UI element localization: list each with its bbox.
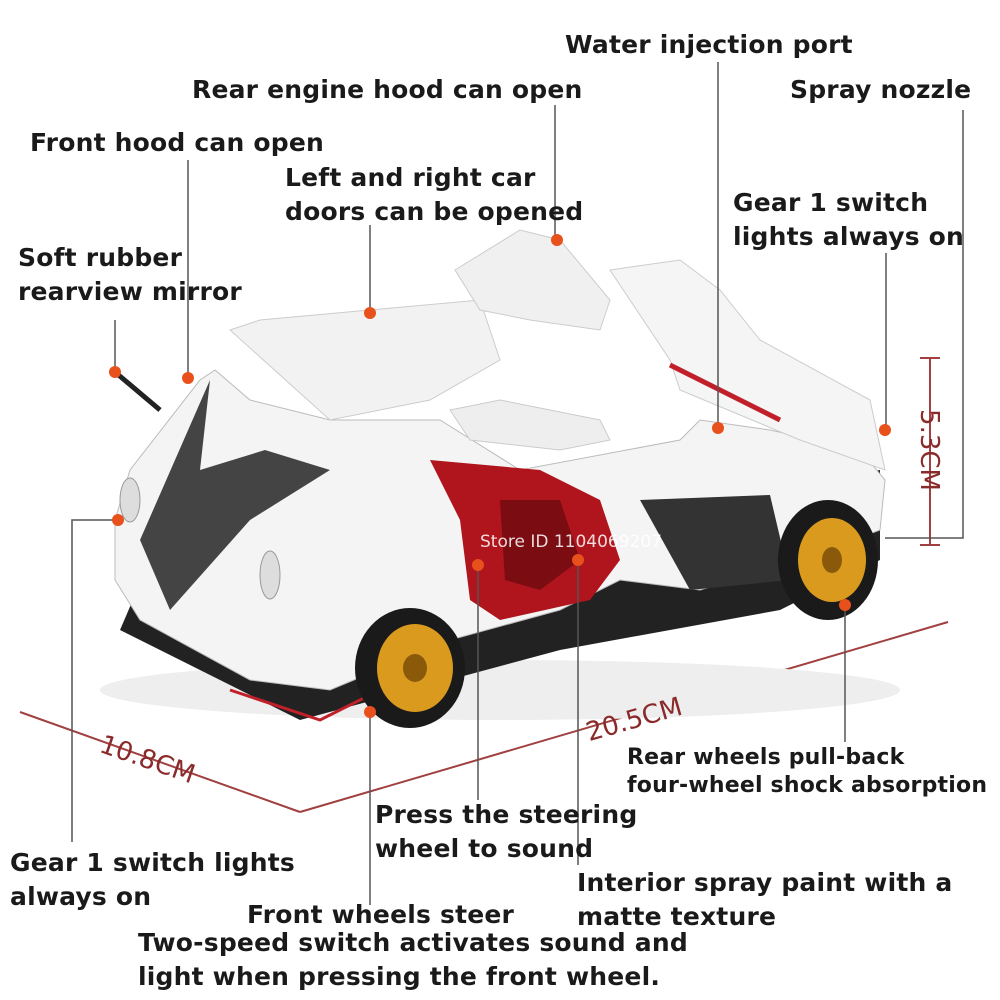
- label-line: Soft rubber: [18, 243, 183, 272]
- label-line: matte texture: [577, 902, 777, 931]
- label-line: Left and right car: [285, 163, 536, 192]
- label-line: Press the steering: [375, 800, 638, 829]
- label-line: always on: [10, 882, 152, 911]
- label-two-speed-switch: Two-speed switch activates sound and lig…: [138, 926, 688, 994]
- label-rearview-mirror: Soft rubber rearview mirror: [18, 241, 242, 309]
- callout-dots: [109, 234, 891, 718]
- label-line: four-wheel shock absorption: [627, 773, 988, 798]
- label-front-hood: Front hood can open: [30, 128, 324, 157]
- label-line: rearview mirror: [18, 277, 242, 306]
- label-front-wheels: Front wheels steer: [247, 900, 515, 929]
- store-watermark: Store ID 1104069207: [480, 532, 663, 552]
- label-rear-engine-hood: Rear engine hood can open: [192, 75, 583, 104]
- label-spray-nozzle: Spray nozzle: [790, 75, 972, 104]
- label-water-injection-port: Water injection port: [565, 30, 853, 59]
- label-steering-wheel: Press the steering wheel to sound: [375, 798, 637, 866]
- label-rear-wheels: Rear wheels pull-back four-wheel shock a…: [627, 744, 987, 800]
- label-line: light when pressing the front wheel.: [138, 962, 661, 991]
- label-line: Gear 1 switch lights: [10, 848, 295, 877]
- label-line: Rear wheels pull-back: [627, 745, 905, 770]
- height-dimension: 5.3CM: [913, 409, 944, 491]
- label-line: doors can be opened: [285, 197, 584, 226]
- rear-wheel: [778, 500, 878, 620]
- label-line: Gear 1 switch: [733, 188, 929, 217]
- leader-lines: [71, 62, 964, 905]
- label-doors: Left and right car doors can be opened: [285, 161, 583, 229]
- label-interior-paint: Interior spray paint with a matte textur…: [577, 866, 953, 934]
- label-gear-switch-left: Gear 1 switch lights always on: [10, 846, 295, 914]
- label-line: wheel to sound: [375, 834, 594, 863]
- label-gear-switch-right: Gear 1 switch lights always on: [733, 186, 964, 254]
- front-wheel: [355, 608, 465, 728]
- label-line: lights always on: [733, 222, 965, 251]
- label-line: Interior spray paint with a: [577, 868, 953, 897]
- label-line: Two-speed switch activates sound and: [138, 928, 688, 957]
